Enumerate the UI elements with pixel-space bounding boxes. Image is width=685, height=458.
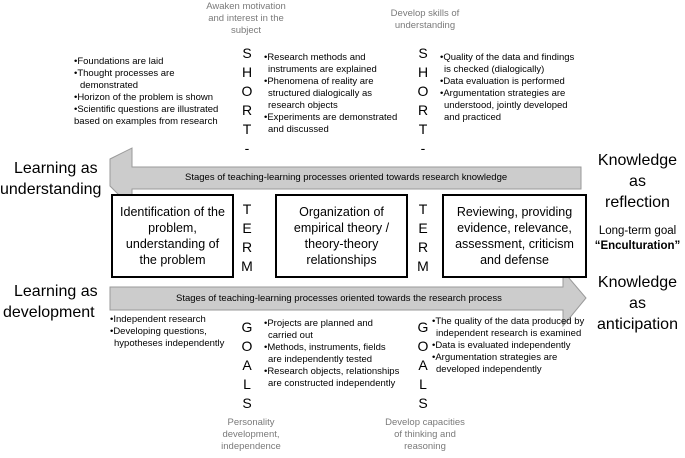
caption-personality-development: Personality development, independence	[221, 417, 281, 452]
caption-awaken-motivation: Awaken motivation and interest in the su…	[206, 1, 286, 36]
long-term-goal: Long-term goal “Enculturation”	[594, 225, 681, 252]
bottom-arrow-label: Stages of teaching-learning processes or…	[176, 293, 502, 304]
bottom-bullets-col3: •The quality of the data produced by ind…	[432, 316, 585, 375]
bottom-arrow	[109, 269, 587, 328]
top-bullets-col1: •Foundations are laid •Thought processes…	[74, 56, 219, 127]
caption-develop-skills: Develop skills of understanding	[390, 8, 460, 31]
learning-development-label: Learning as development	[3, 283, 98, 321]
knowledge-reflection-label: Knowledge as reflection	[597, 152, 678, 211]
learning-understanding-label: Learning as understanding	[0, 160, 102, 198]
knowledge-anticipation-label: Knowledge as anticipation	[597, 274, 678, 333]
top-arrow	[109, 147, 582, 210]
bottom-bullets-col2: •Projects are planned and carried out •M…	[264, 318, 400, 389]
top-arrow-label: Stages of teaching-learning processes or…	[185, 172, 508, 183]
top-bullets-col2: •Research methods and instruments are ex…	[264, 52, 398, 135]
bottom-bullets-col1: •Independent research •Developing questi…	[110, 314, 225, 349]
top-bullets-col3: •Quality of the data and findings is che…	[440, 52, 575, 123]
caption-develop-capacities: Develop capacities of thinking and reaso…	[385, 417, 465, 452]
